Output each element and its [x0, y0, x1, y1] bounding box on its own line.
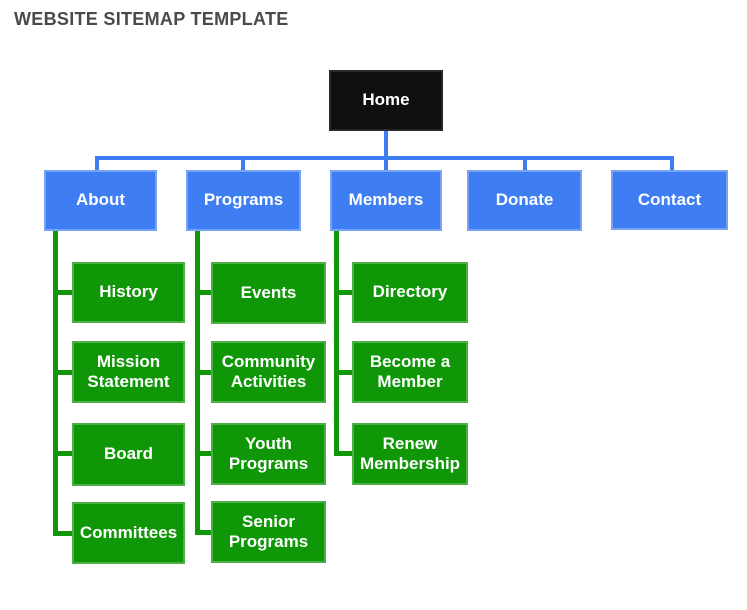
connector-trunk-about: [53, 231, 58, 536]
node-renew-membership[interactable]: Renew Membership: [352, 423, 468, 485]
connector-drop-programs: [241, 158, 245, 171]
connector-drop-members: [384, 158, 388, 171]
connector-stub-history: [53, 290, 73, 295]
node-become-a-member[interactable]: Become a Member: [352, 341, 468, 403]
node-board[interactable]: Board: [72, 423, 185, 486]
node-senior-programs[interactable]: Senior Programs: [211, 501, 326, 563]
connector-drop-donate: [523, 158, 527, 171]
node-history[interactable]: History: [72, 262, 185, 323]
node-directory[interactable]: Directory: [352, 262, 468, 323]
connector-home-stem: [384, 131, 388, 158]
node-about[interactable]: About: [44, 170, 157, 231]
connector-stub-directory: [334, 290, 353, 295]
node-contact[interactable]: Contact: [611, 170, 728, 230]
connector-stub-senior: [195, 530, 212, 535]
connector-stub-committees: [53, 531, 73, 536]
node-home[interactable]: Home: [329, 70, 443, 131]
page-title: WEBSITE SITEMAP TEMPLATE: [14, 9, 289, 29]
connector-stub-become: [334, 370, 353, 375]
connector-stub-renew: [334, 451, 353, 456]
node-youth-programs[interactable]: Youth Programs: [211, 423, 326, 485]
connector-trunk-members: [334, 231, 339, 456]
node-programs[interactable]: Programs: [186, 170, 301, 231]
connector-stub-board: [53, 451, 73, 456]
node-committees[interactable]: Committees: [72, 502, 185, 564]
connector-stub-mission: [53, 370, 73, 375]
connector-trunk-programs: [195, 231, 200, 535]
node-members[interactable]: Members: [330, 170, 442, 231]
connector-stub-community: [195, 370, 212, 375]
node-events[interactable]: Events: [211, 262, 326, 324]
connector-drop-about: [95, 156, 99, 171]
node-donate[interactable]: Donate: [467, 170, 582, 231]
node-mission-statement[interactable]: Mission Statement: [72, 341, 185, 403]
connector-drop-contact: [670, 156, 674, 171]
node-community-activities[interactable]: Community Activities: [211, 341, 326, 403]
connector-stub-youth: [195, 451, 212, 456]
connector-stub-events: [195, 290, 212, 295]
